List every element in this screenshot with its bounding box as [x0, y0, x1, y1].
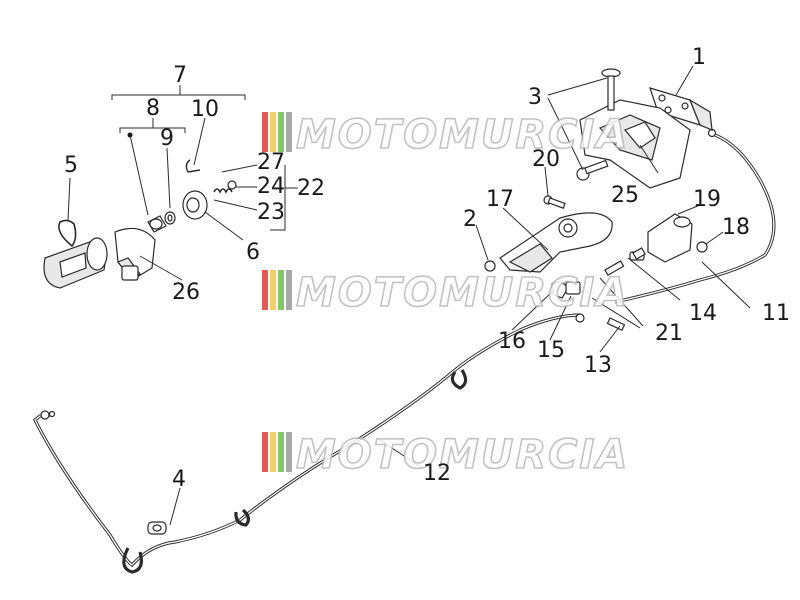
callouts: 1 2 3 4 5 6 7 8 9 10 11 12 13 14 15 16 1…: [64, 45, 790, 492]
watermark-text: MOTOMURCIA: [296, 112, 629, 158]
callout-6: 6: [246, 240, 260, 265]
watermark-1: MOTOMURCIA: [262, 111, 629, 159]
callout-10: 10: [191, 97, 219, 122]
cable-end-left: [40, 410, 56, 420]
cable-guide-15: [565, 281, 585, 323]
callout-3: 3: [528, 85, 542, 110]
callout-15: 15: [537, 338, 565, 363]
lock-housing-26: [114, 227, 156, 281]
leader-lines: [67, 65, 751, 526]
callout-11: 11: [762, 301, 790, 326]
cable-12: [32, 313, 581, 568]
bolt-3-top: [601, 68, 621, 111]
nut-2: [484, 260, 496, 272]
watermark-2: MOTOMURCIA: [262, 269, 629, 317]
watermark-3: MOTOMURCIA: [262, 431, 629, 479]
seat-hinge-1: [649, 87, 713, 131]
cam-6: [182, 190, 208, 220]
callout-27: 27: [257, 150, 285, 175]
callout-19: 19: [693, 187, 721, 212]
callout-1: 1: [692, 45, 706, 70]
callout-23: 23: [257, 200, 285, 225]
spring-clip-5: [58, 219, 77, 248]
watermark-text: MOTOMURCIA: [296, 270, 629, 316]
cable-tie: [234, 508, 250, 527]
lever-17: [499, 212, 613, 273]
seat-lock-bracket-25: [579, 99, 691, 189]
callout-5: 5: [64, 153, 78, 178]
callout-13: 13: [584, 353, 612, 378]
adjuster-14: [604, 247, 646, 277]
callout-7: 7: [173, 63, 187, 88]
callout-25: 25: [611, 183, 639, 208]
lock-cylinder-body: [43, 237, 108, 289]
bolt-3-bottom: [576, 159, 609, 181]
callout-20: 20: [532, 147, 560, 172]
callout-4: 4: [172, 467, 186, 492]
washer-9: [164, 211, 176, 225]
callout-21: 21: [655, 321, 683, 346]
lock-barrel-8: [147, 215, 167, 233]
callout-26: 26: [172, 280, 200, 305]
cable-clip-16: [551, 281, 569, 299]
callout-12: 12: [423, 461, 451, 486]
watermark-text: MOTOMURCIA: [296, 432, 629, 478]
callout-24: 24: [257, 174, 285, 199]
spring-24: [213, 180, 237, 194]
callout-16: 16: [498, 329, 526, 354]
callout-2: 2: [463, 207, 477, 232]
cable-loop: [450, 369, 468, 390]
callout-9: 9: [160, 126, 174, 151]
cable-clip-4: [122, 521, 167, 574]
callout-14: 14: [689, 301, 717, 326]
bolt-20: [543, 195, 566, 209]
cable-end-13: [606, 317, 626, 331]
callout-17: 17: [486, 187, 514, 212]
clip-10: [185, 159, 201, 173]
callout-22: 22: [297, 176, 325, 201]
callout-18: 18: [722, 215, 750, 240]
cable-11: [614, 133, 776, 304]
nut-18: [696, 241, 708, 253]
callout-8: 8: [146, 96, 160, 121]
actuator-19: [629, 213, 693, 263]
